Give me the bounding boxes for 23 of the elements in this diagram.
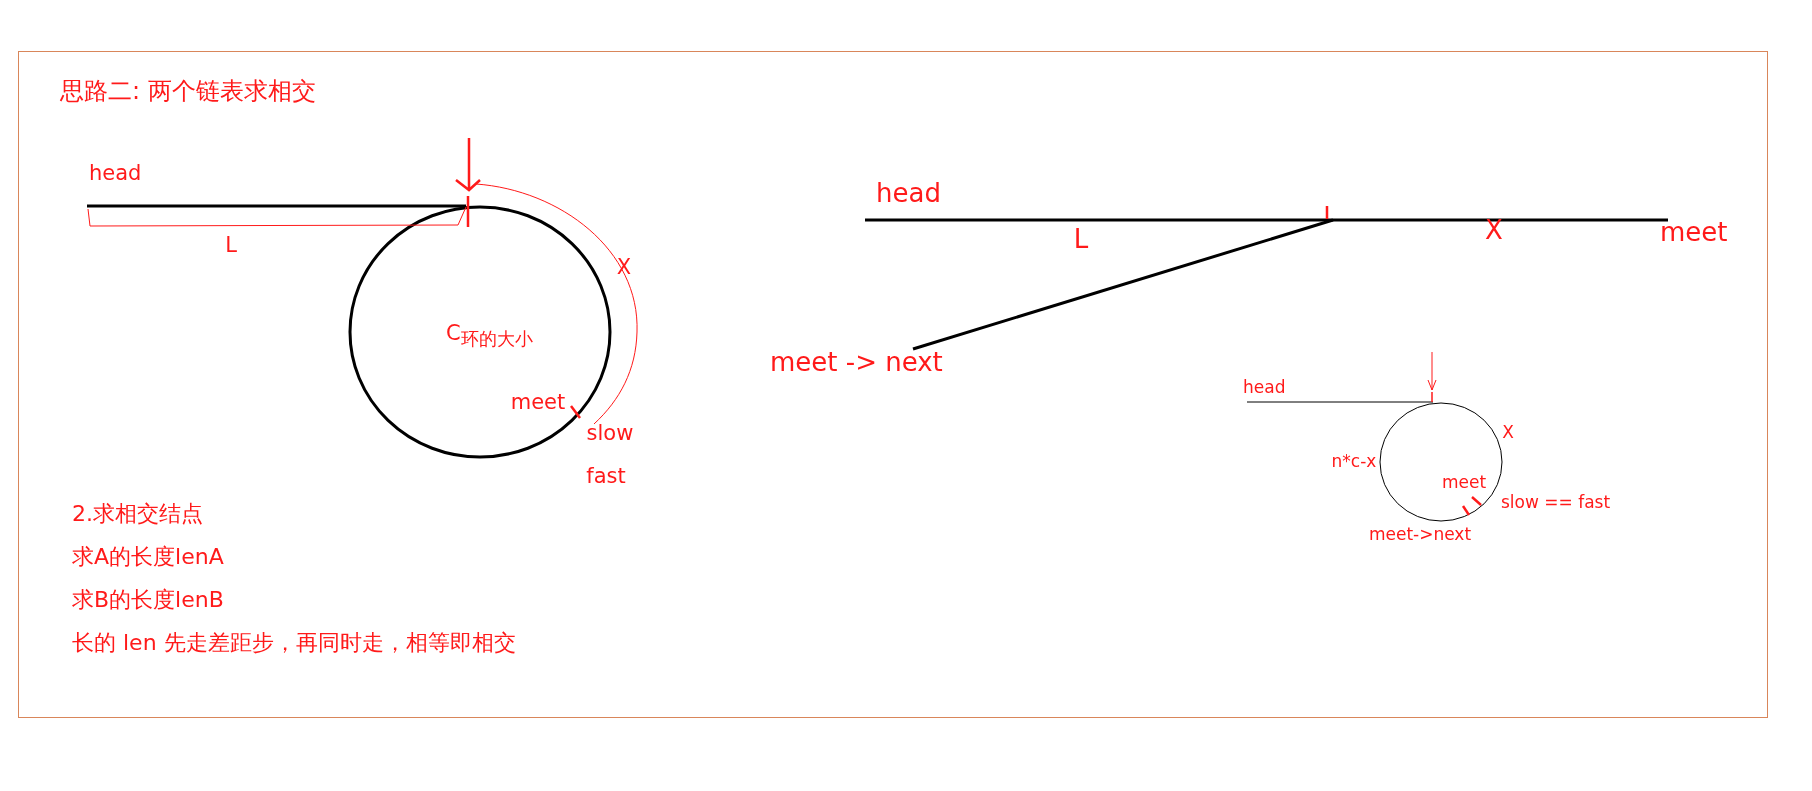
diagram-label: X bbox=[1485, 216, 1503, 246]
diagram-label: X bbox=[1502, 423, 1514, 443]
diagram-label: head bbox=[876, 179, 941, 209]
diagram-label: fast bbox=[586, 463, 626, 489]
diagram-label: meet -> next bbox=[770, 348, 943, 378]
diagram-label: C$_{环的大小}$ bbox=[446, 320, 533, 350]
note-text: 求A的长度lenA bbox=[72, 544, 224, 570]
diagram-label: n*c-x bbox=[1331, 452, 1377, 472]
diagram-label: L bbox=[1073, 225, 1089, 255]
diagram-label: meet bbox=[1660, 218, 1728, 248]
diagram-label: meet bbox=[1441, 473, 1487, 493]
diagram-label: meet bbox=[510, 389, 566, 415]
diagram-label: L bbox=[225, 232, 237, 258]
diagram-label: head bbox=[89, 160, 142, 186]
diagram-label: meet->next bbox=[1368, 525, 1472, 545]
note-text: 2.求相交结点 bbox=[72, 501, 203, 527]
diagram-label: X bbox=[616, 254, 632, 280]
note-text: 长的 len 先走差距步，再同时走，相等即相交 bbox=[72, 630, 516, 656]
title: 思路二: 两个链表求相交 bbox=[60, 78, 316, 106]
diagram-label: slow bbox=[586, 420, 634, 446]
note-text: 求B的长度lenB bbox=[72, 587, 224, 613]
diagram-label: slow == fast bbox=[1501, 493, 1611, 513]
diagram-label: head bbox=[1243, 378, 1286, 398]
